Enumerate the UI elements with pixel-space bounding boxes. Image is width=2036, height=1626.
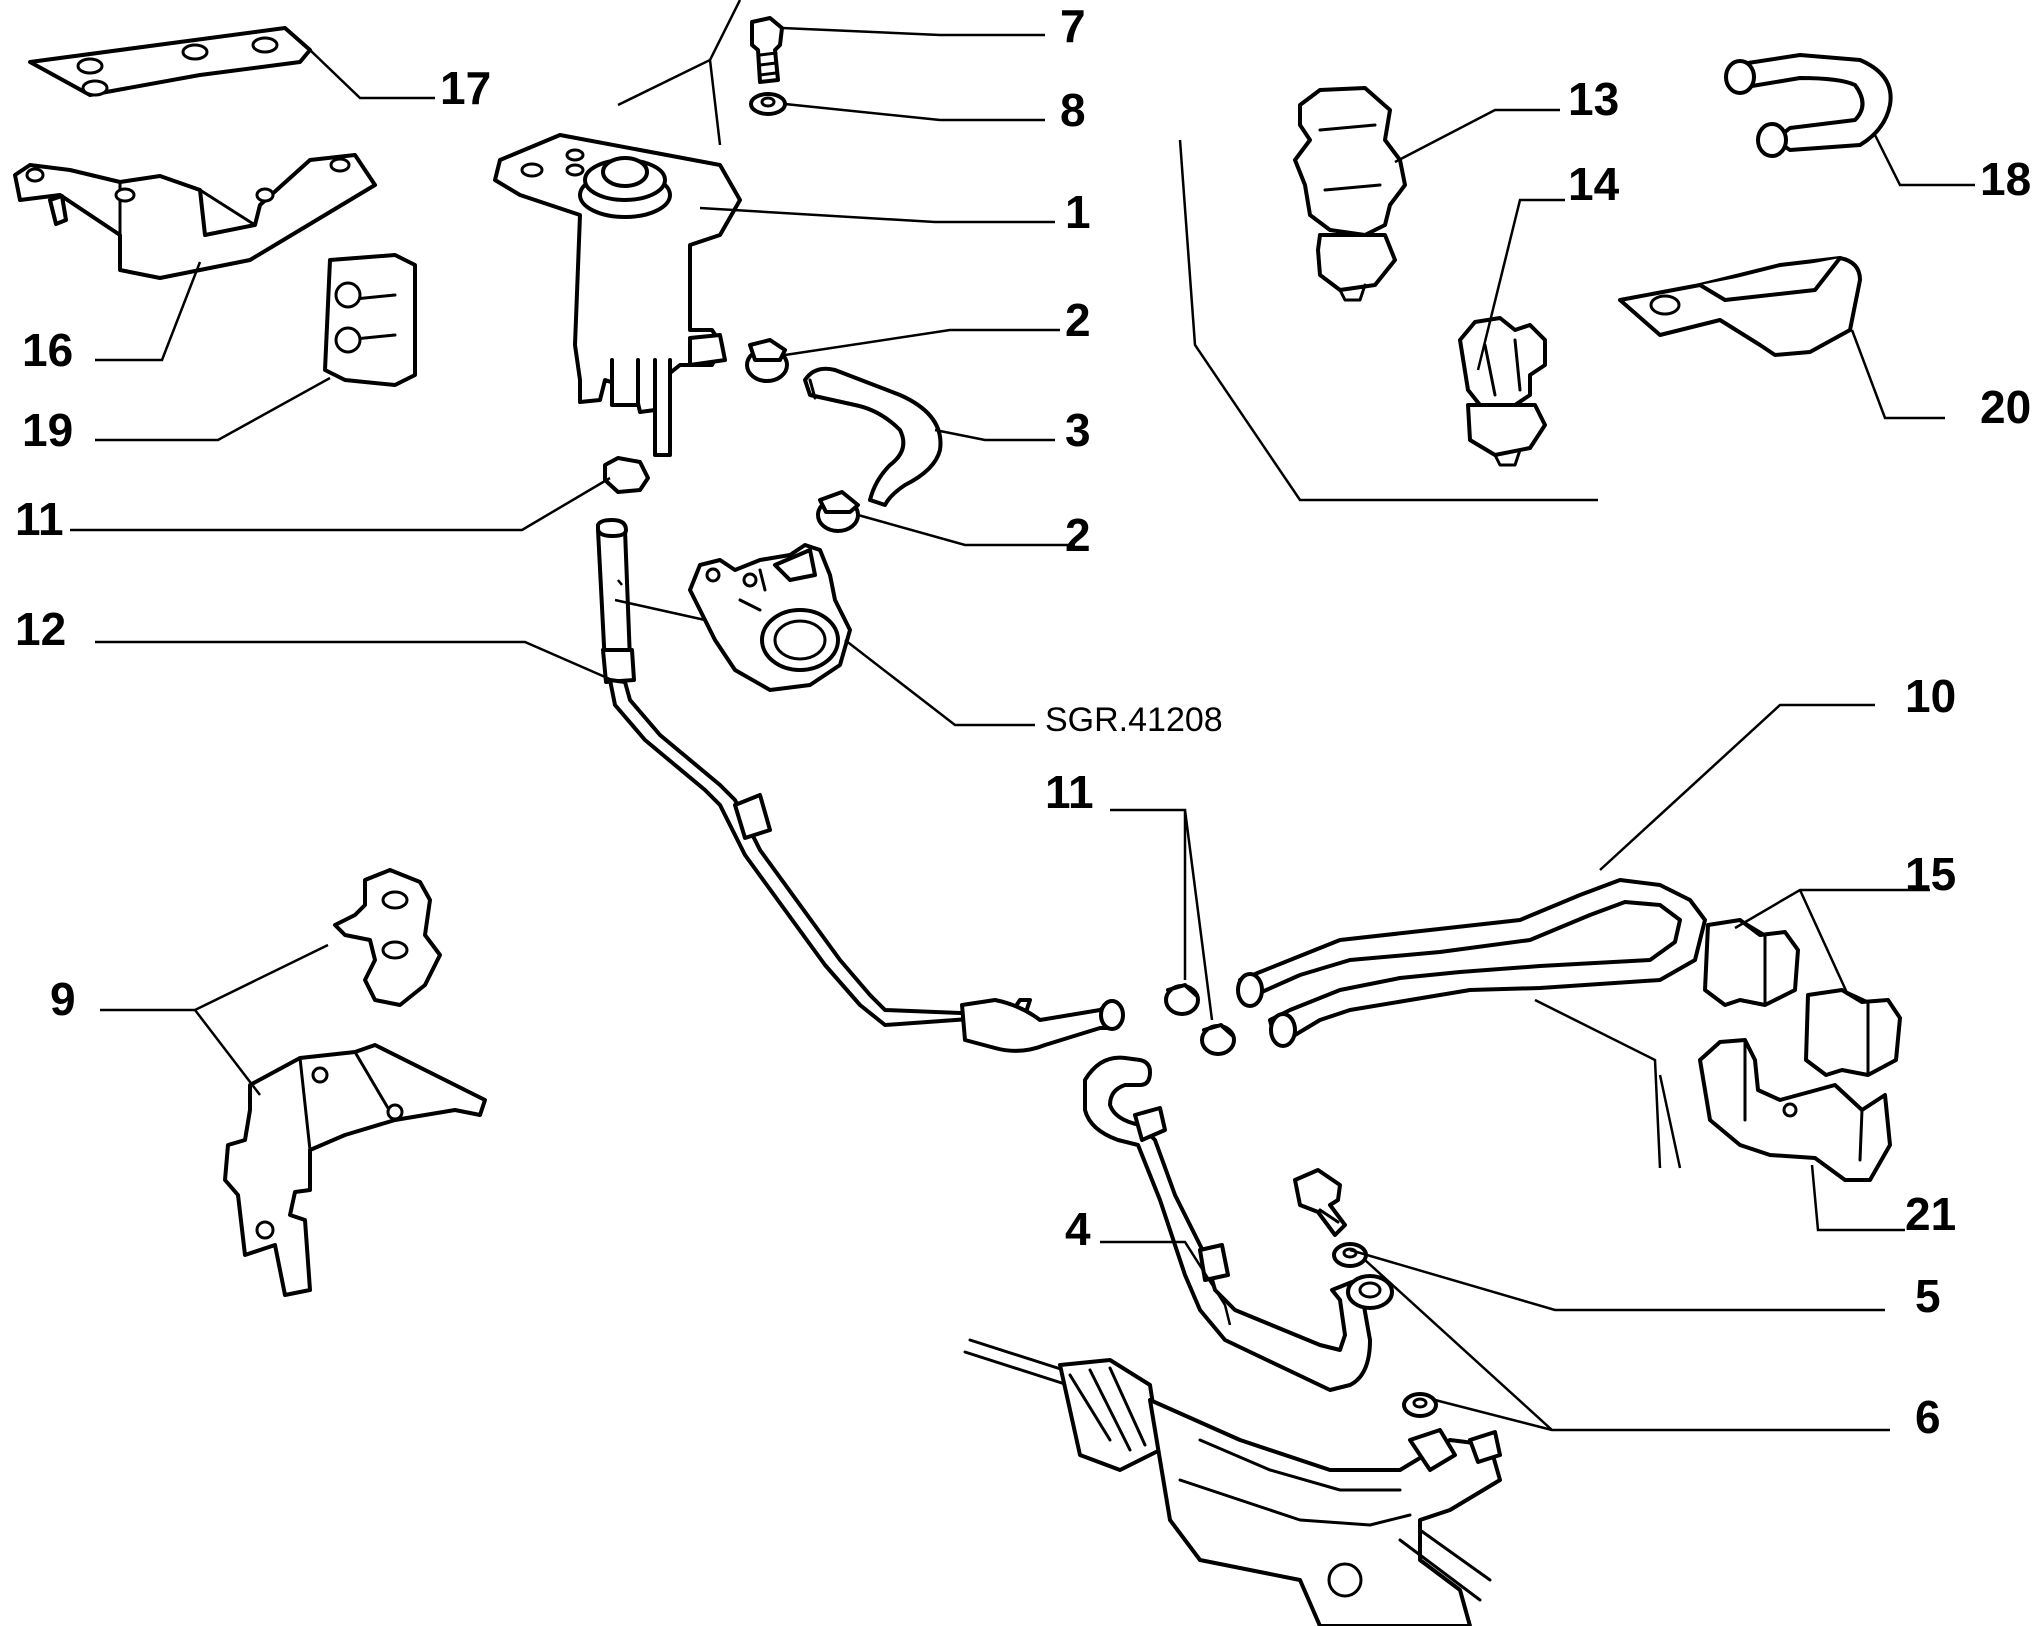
part-16-bracket	[1698, 1038, 1892, 1182]
part-2-clamp-upper	[745, 338, 789, 383]
callout-12: 12	[15, 603, 66, 655]
part-4-pipe	[1083, 1055, 1394, 1392]
callout-16: 21	[1905, 1188, 1956, 1240]
callout-3: 3	[1065, 404, 1091, 456]
part-13-clip	[1293, 86, 1407, 302]
callout-15: 15	[1905, 848, 1956, 900]
callout-11-upper: 11	[15, 493, 64, 545]
part-20-bracket-plate	[28, 26, 312, 97]
callout-21: 19	[22, 404, 73, 456]
part-15-bush-a	[1703, 918, 1800, 1007]
callout-2-upper: 2	[1065, 294, 1091, 346]
callout-5: 5	[1915, 1270, 1941, 1322]
part-9-clip	[333, 868, 442, 1007]
part-21-double-clip	[323, 253, 417, 387]
part-17-hose	[1724, 53, 1893, 158]
callout-9: 9	[50, 973, 76, 1025]
callout-4: 4	[1065, 1203, 1091, 1255]
leader-lines	[70, 0, 1975, 1432]
callout-6: 6	[1915, 1391, 1941, 1443]
callout-17: 18	[1980, 153, 2031, 205]
reference-code: SGR.41208	[1045, 701, 1223, 739]
part-15-bush-b	[1804, 988, 1902, 1077]
callout-13: 13	[1568, 73, 1619, 125]
callout-10: 10	[1905, 670, 1956, 722]
callout-20: 17	[440, 62, 491, 114]
part-5-bolt	[1293, 1168, 1347, 1237]
steering-rack	[963, 1338, 1502, 1626]
part-12-pipe	[596, 518, 1125, 1053]
callout-11-middle: 11	[1045, 766, 1094, 818]
part-1-reservoir	[493, 133, 742, 457]
part-pump	[688, 543, 852, 692]
part-6-washer-upper	[1332, 1242, 1368, 1268]
part-7-bolt	[750, 16, 784, 84]
part-18-bracket	[1618, 256, 1862, 357]
part-11-clamp-a	[1164, 983, 1200, 1016]
part-3-hose	[803, 366, 943, 507]
callout-18: 20	[1980, 381, 2031, 433]
part-19-formed-bracket	[13, 153, 377, 280]
part-2-clamp-lower	[816, 490, 860, 533]
callout-8: 8	[1060, 84, 1086, 136]
callout-7: 7	[1060, 0, 1086, 52]
callout-1: 1	[1065, 186, 1091, 238]
part-10-pipe	[1236, 878, 1707, 1048]
part-14-clip	[1458, 316, 1547, 467]
callout-19: 16	[22, 324, 73, 376]
callout-2-lower: 2	[1065, 509, 1091, 561]
part-11-clamp-b	[1200, 1023, 1236, 1056]
part-6-washer-lower	[1402, 1392, 1438, 1418]
part-9-bracket	[223, 1043, 487, 1297]
part-8-washer	[749, 92, 787, 116]
callout-14: 14	[1568, 158, 1620, 210]
part-11-clamp	[603, 456, 650, 494]
callout-labels: 17 16 19 11 12 7 8 1 2 3 2 SGR.41208 11 …	[15, 0, 2031, 1443]
